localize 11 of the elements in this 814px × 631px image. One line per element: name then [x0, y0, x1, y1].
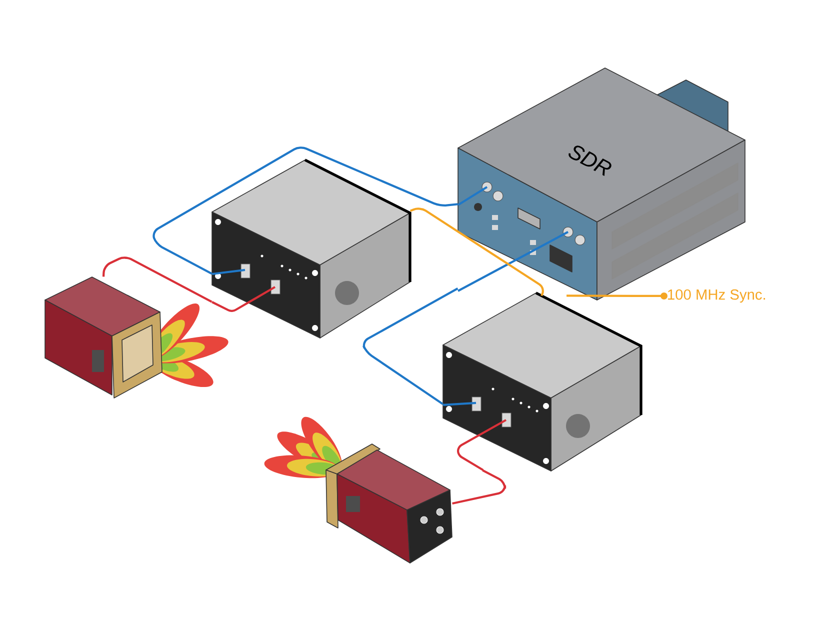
cable: [102, 256, 212, 303]
cable: [362, 288, 458, 405]
cable: [452, 469, 506, 505]
converter-drawing: [212, 158, 412, 338]
cable: [152, 146, 458, 275]
antenna-module-drawing: [44, 276, 228, 398]
cable: [566, 292, 668, 300]
antenna-module-drawing: [264, 416, 452, 564]
converter-drawing: [442, 292, 642, 472]
cable: [410, 208, 544, 296]
callout-label: 100 MHz Sync.: [668, 289, 766, 303]
